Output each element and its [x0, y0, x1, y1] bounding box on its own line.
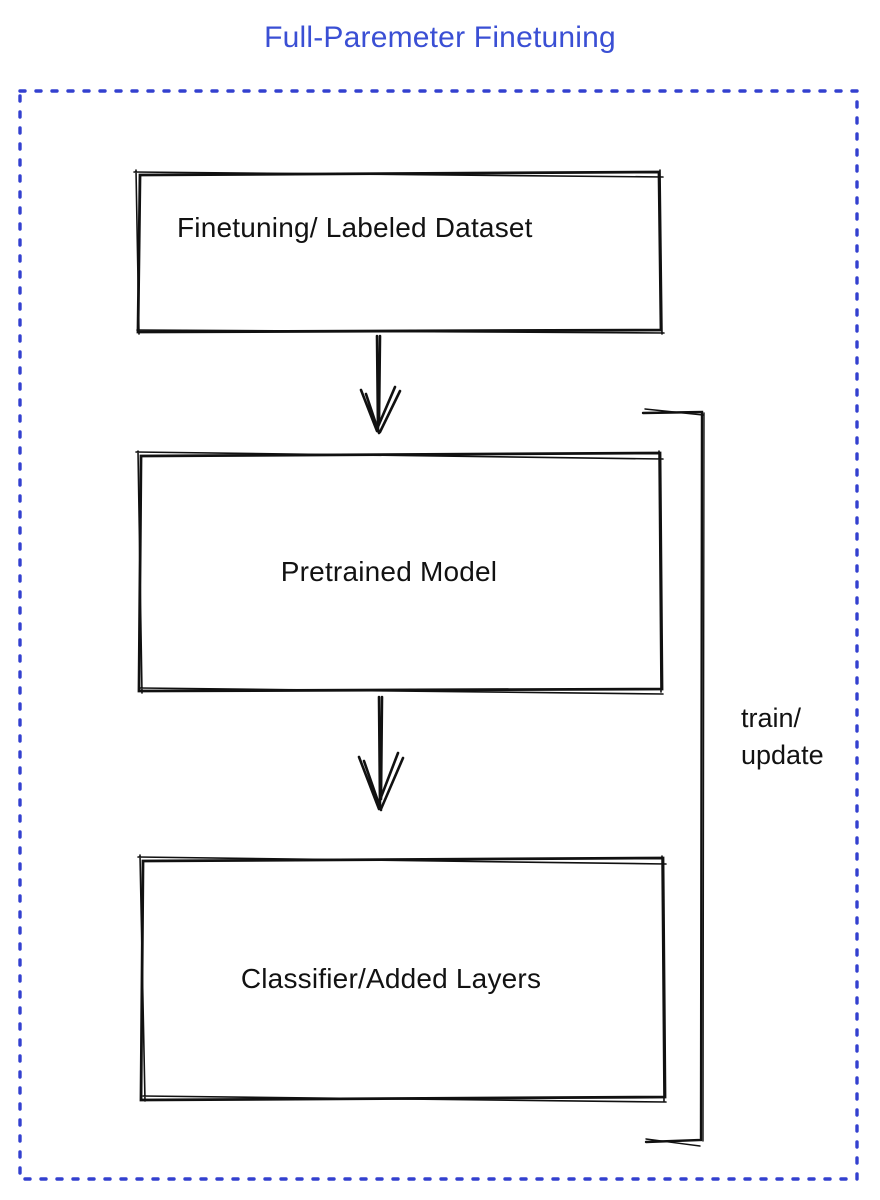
pretrained-box: [135, 450, 664, 695]
down-arrow-2-shaft: [377, 695, 384, 808]
classifier-box: [137, 854, 667, 1103]
down-arrow-1-shaft: [375, 334, 382, 432]
pretrained-label: Pretrained Model: [280, 556, 498, 587]
dashed-border: [18, 89, 859, 1181]
classifier-box-sketch-line: [137, 854, 667, 1103]
train-update-label: train/ update: [741, 703, 824, 770]
classifier-box-shape: [139, 856, 667, 1102]
down-arrow-2: [357, 695, 405, 812]
train-update-bracket-line: [641, 410, 704, 1144]
train-update-bracket: [641, 408, 705, 1147]
pretrained-box-shape: [137, 451, 664, 693]
train-update-bracket-sketch-line: [644, 408, 705, 1147]
dataset-box-shape: [136, 170, 663, 334]
down-arrow-1: [359, 334, 402, 435]
classifier-label: Classifier/Added Layers: [240, 963, 542, 994]
dataset-box: [133, 169, 665, 335]
pretrained-box-sketch-line: [135, 450, 664, 695]
dataset-label: Finetuning/ Labeled Dataset: [177, 212, 533, 243]
dataset-box-sketch-line: [133, 169, 665, 335]
diagram-title: Full-Paremeter Finetuning: [264, 21, 616, 54]
down-arrow-1-head: [359, 385, 402, 435]
down-arrow-2-head: [357, 751, 405, 812]
